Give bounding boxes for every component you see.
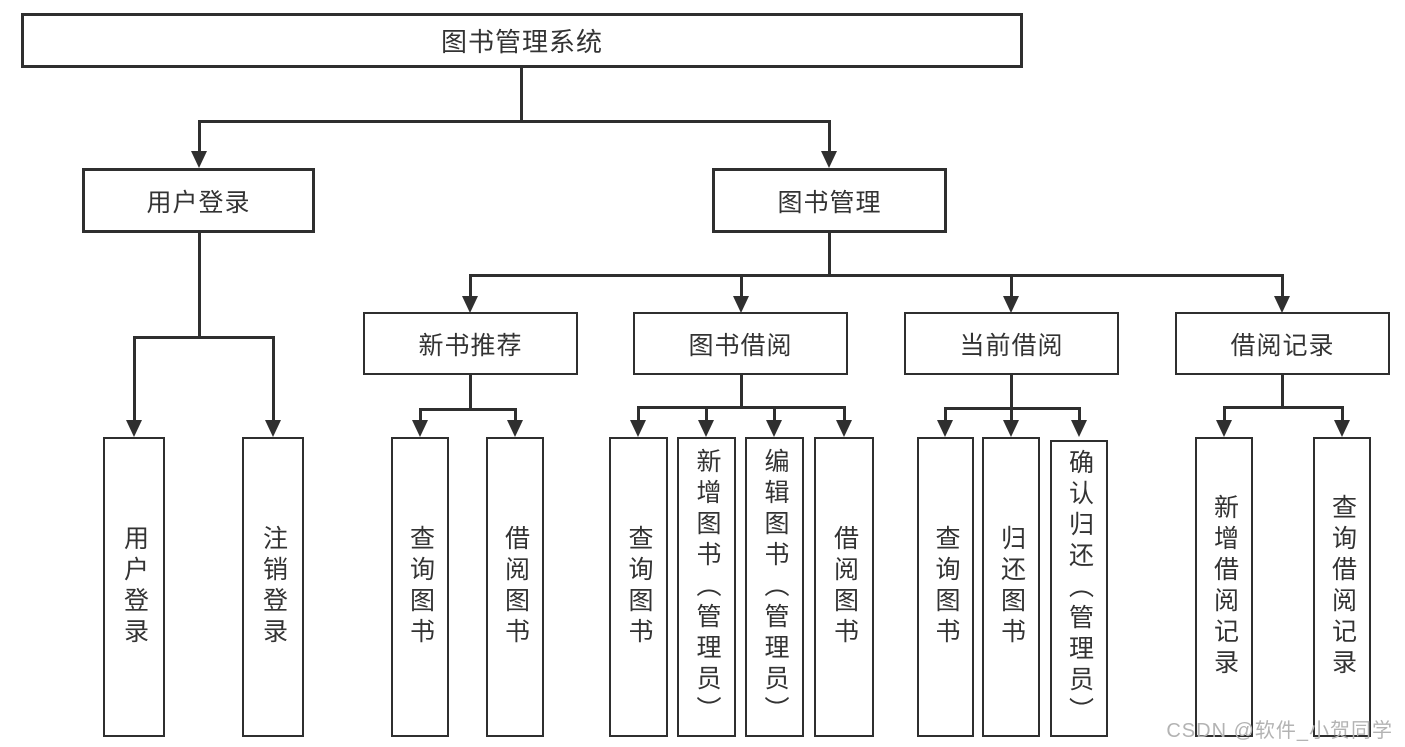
- node-label: 用户登录: [146, 188, 251, 217]
- node-label: 查询借阅记录: [1328, 494, 1357, 680]
- arrow-down-icon: [191, 151, 207, 168]
- arrow-down-icon: [1334, 420, 1350, 437]
- leaf-borrow-books: 借阅图书: [814, 437, 874, 737]
- node-label: 用户登录: [120, 525, 149, 649]
- connector-line: [637, 406, 846, 409]
- node-book-management: 图书管理: [712, 168, 947, 233]
- connector-line: [1281, 375, 1284, 408]
- leaf-edit-books-admin: 编辑图书（管理员）: [745, 437, 804, 737]
- arrow-down-icon: [821, 151, 837, 168]
- watermark-text: CSDN @软件_小贺同学: [1166, 720, 1393, 742]
- arrow-down-icon: [265, 420, 281, 437]
- connector-line: [843, 406, 846, 421]
- connector-line: [1281, 274, 1284, 297]
- connector-line: [469, 375, 472, 410]
- node-borrowing-records: 借阅记录: [1175, 312, 1390, 375]
- connector-line: [1010, 375, 1013, 409]
- arrow-down-icon: [126, 420, 142, 437]
- node-new-book-recommendation: 新书推荐: [363, 312, 578, 375]
- leaf-query-borrow-record: 查询借阅记录: [1313, 437, 1371, 737]
- connector-line: [773, 406, 776, 421]
- connector-line: [419, 408, 517, 411]
- connector-line: [740, 274, 743, 297]
- node-label: 新增图书（管理员）: [693, 447, 721, 727]
- leaf-add-books-admin: 新增图书（管理员）: [677, 437, 736, 737]
- arrow-down-icon: [1071, 420, 1087, 437]
- connector-line: [198, 120, 831, 123]
- leaf-borrow-books: 借阅图书: [486, 437, 544, 737]
- connector-line: [198, 120, 201, 152]
- arrow-down-icon: [630, 420, 646, 437]
- node-label: 图书管理: [777, 188, 882, 217]
- node-label: 查询图书: [932, 525, 960, 649]
- node-label: 图书管理系统: [440, 27, 603, 57]
- node-label: 编辑图书（管理员）: [761, 447, 789, 727]
- connector-line: [469, 274, 472, 297]
- connector-line: [1078, 407, 1081, 421]
- arrow-down-icon: [462, 296, 478, 313]
- leaf-query-books: 查询图书: [917, 437, 974, 737]
- connector-line: [828, 120, 831, 152]
- connector-line: [1010, 274, 1013, 297]
- connector-line: [133, 336, 136, 421]
- connector-line: [1341, 406, 1344, 421]
- connector-line: [740, 375, 743, 408]
- arrow-down-icon: [412, 420, 428, 437]
- arrow-down-icon: [937, 420, 953, 437]
- connector-line: [1223, 406, 1226, 421]
- leaf-user-login: 用户登录: [103, 437, 165, 737]
- arrow-down-icon: [766, 420, 782, 437]
- node-book-borrowing: 图书借阅: [633, 312, 848, 375]
- connector-line: [1010, 407, 1013, 421]
- node-label: 借阅图书: [830, 525, 859, 649]
- arrow-down-icon: [1274, 296, 1290, 313]
- node-label: 归还图书: [997, 525, 1026, 649]
- arrow-down-icon: [1003, 296, 1019, 313]
- connector-line: [133, 336, 275, 339]
- node-label: 注销登录: [259, 525, 288, 649]
- leaf-logout: 注销登录: [242, 437, 304, 737]
- node-label: 借阅图书: [501, 525, 530, 649]
- arrow-down-icon: [1003, 420, 1019, 437]
- connector-line: [520, 68, 523, 120]
- arrow-down-icon: [733, 296, 749, 313]
- connector-line: [828, 233, 831, 276]
- connector-line: [514, 408, 517, 421]
- connector-line: [469, 274, 1284, 277]
- connector-line: [944, 407, 947, 421]
- node-library-system: 图书管理系统: [21, 13, 1023, 68]
- leaf-confirm-return-admin: 确认归还（管理员）: [1050, 440, 1108, 737]
- arrow-down-icon: [698, 420, 714, 437]
- leaf-query-books: 查询图书: [609, 437, 668, 737]
- connector-line: [272, 336, 275, 421]
- node-label: 查询图书: [406, 525, 435, 649]
- node-label: 确认归还（管理员）: [1065, 449, 1094, 728]
- arrow-down-icon: [836, 420, 852, 437]
- node-label: 查询图书: [625, 525, 653, 649]
- node-user-login: 用户登录: [82, 168, 315, 233]
- node-label: 新增借阅记录: [1210, 494, 1239, 680]
- node-label: 图书借阅: [688, 331, 793, 360]
- node-label: 借阅记录: [1230, 331, 1335, 360]
- leaf-add-borrow-record: 新增借阅记录: [1195, 437, 1253, 737]
- connector-line: [1223, 406, 1344, 409]
- leaf-return-books: 归还图书: [982, 437, 1040, 737]
- node-label: 当前借阅: [959, 331, 1064, 360]
- arrow-down-icon: [507, 420, 523, 437]
- node-label: 新书推荐: [418, 331, 523, 360]
- connector-line: [419, 408, 422, 421]
- connector-line: [198, 233, 201, 338]
- arrow-down-icon: [1216, 420, 1232, 437]
- node-current-borrowing: 当前借阅: [904, 312, 1119, 375]
- leaf-query-books: 查询图书: [391, 437, 449, 737]
- connector-line: [637, 406, 640, 421]
- connector-line: [705, 406, 708, 421]
